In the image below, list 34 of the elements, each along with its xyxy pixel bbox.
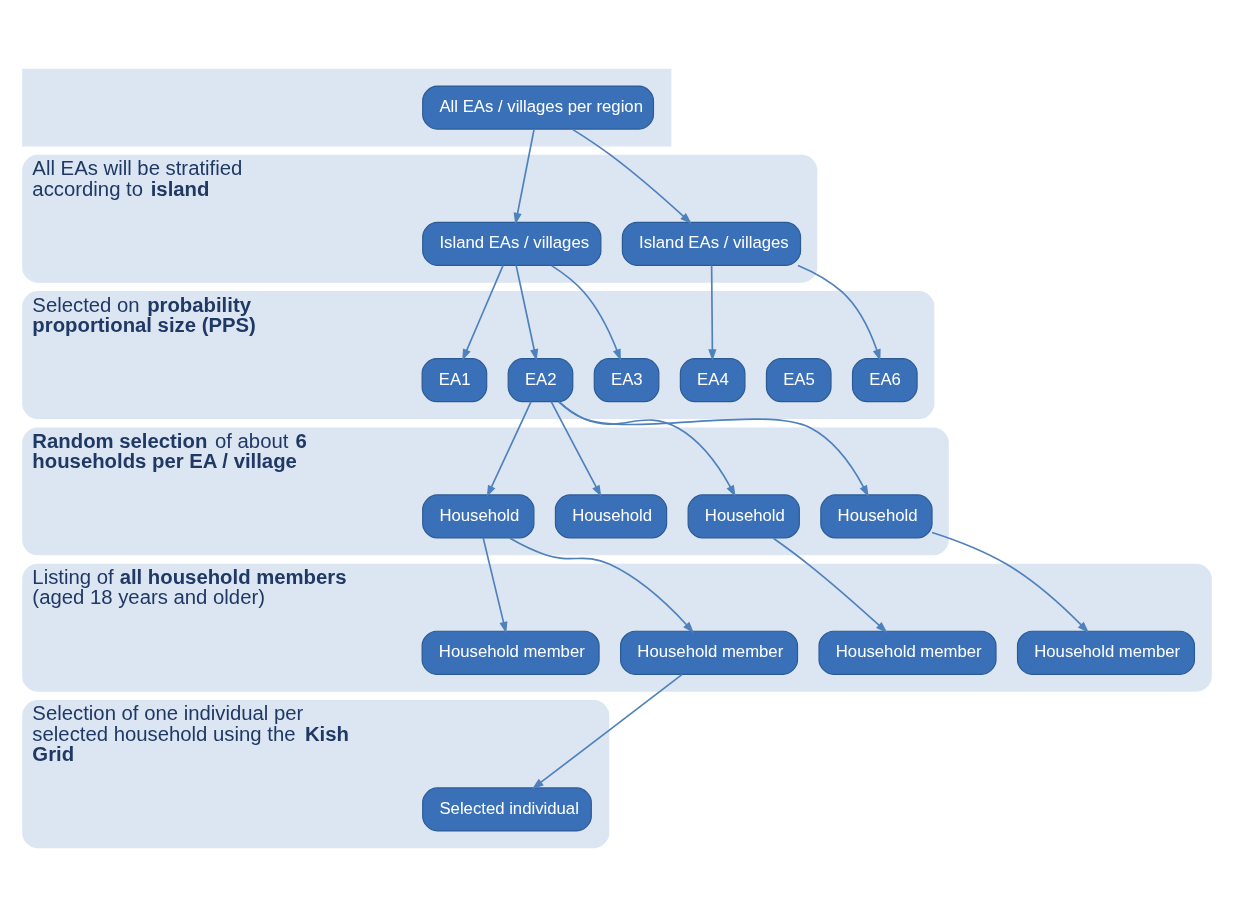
cluster [22, 68, 672, 147]
arrow [486, 400, 532, 498]
arrow [515, 264, 539, 361]
node-box: Island EAs / villages [422, 221, 602, 267]
arrow [508, 537, 695, 634]
node-box: EA2 [507, 358, 574, 403]
arrow [550, 264, 621, 361]
node-box: EA4 [679, 358, 746, 403]
arrow [550, 400, 602, 497]
arrow [513, 128, 535, 225]
node-box: All EAs / villages per region [422, 85, 655, 130]
node-box: Household [422, 494, 535, 539]
arrow [557, 401, 869, 498]
node-box: Household member [620, 630, 799, 675]
node-box: Household [820, 494, 933, 539]
arrow [482, 537, 508, 634]
arrow [531, 673, 684, 790]
node-box: Household member [1016, 630, 1196, 675]
node-box: EA6 [851, 358, 918, 403]
arrow [708, 264, 717, 361]
node-box: Island EAs / villages [621, 221, 802, 267]
arrow [571, 128, 692, 225]
node-box: Household member [818, 630, 997, 675]
node-box: EA5 [765, 358, 832, 403]
node-box: EA3 [593, 358, 660, 403]
arrow [772, 537, 888, 633]
node-box: Household [687, 494, 800, 539]
arrow [797, 264, 881, 361]
node-box: Household [554, 494, 668, 539]
arrow [462, 264, 504, 361]
node-box: Selected individual [422, 787, 592, 832]
arrow [931, 531, 1089, 633]
node-box: Household member [421, 630, 600, 675]
node-box: EA1 [421, 358, 488, 403]
